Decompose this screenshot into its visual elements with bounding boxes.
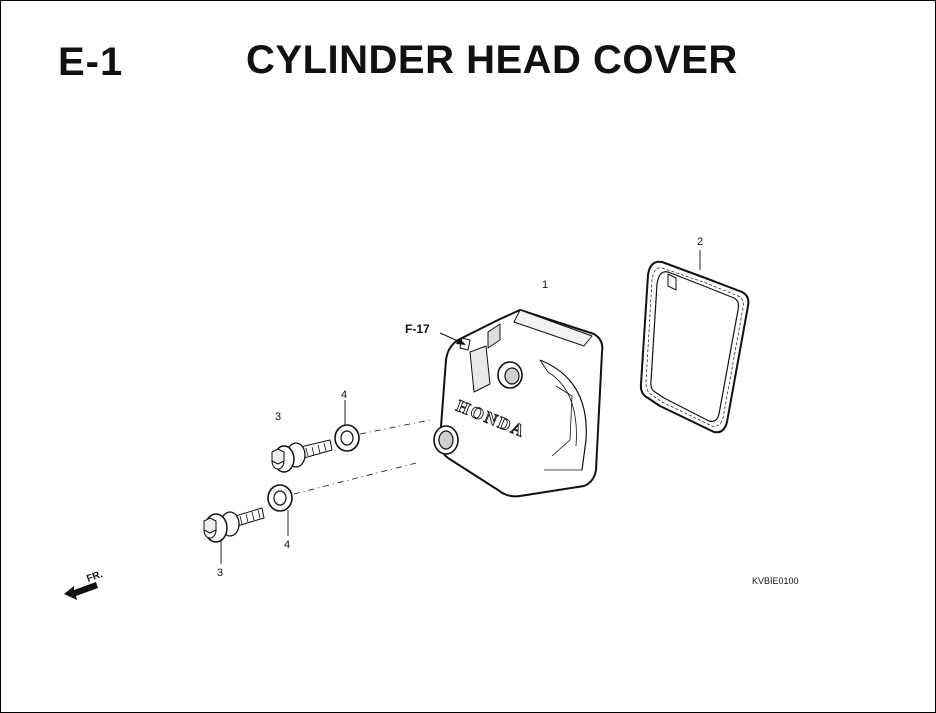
cylinder-head-cover-part — [433, 309, 604, 498]
section-reference-label: F-17 — [405, 322, 430, 336]
bolt-upper-part — [271, 439, 333, 473]
callout-part-3-upper: 3 — [275, 411, 281, 423]
callout-part-3-lower: 3 — [217, 567, 223, 579]
washer-lower-part — [267, 484, 293, 512]
callout-part-4-lower: 4 — [284, 539, 290, 551]
washer-upper-part — [334, 424, 360, 452]
callout-part-4-upper: 4 — [341, 389, 347, 401]
gasket-part — [639, 260, 750, 434]
diagram-code: KVBIE0100 — [752, 576, 799, 586]
ref-arrowhead — [456, 338, 466, 345]
callout-leaders — [220, 250, 701, 564]
callout-part-2: 2 — [697, 236, 703, 248]
arrow-left-icon — [64, 582, 98, 600]
front-direction-indicator: FR. — [64, 569, 104, 600]
page-title: CYLINDER HEAD COVER — [246, 38, 738, 82]
front-label: FR. — [85, 569, 104, 585]
bolt-lower-part — [203, 507, 265, 543]
alignment-lines — [293, 419, 431, 495]
ref-leader-line — [439, 332, 459, 342]
callout-part-1: 1 — [542, 279, 548, 291]
section-number: E-1 — [58, 40, 124, 84]
